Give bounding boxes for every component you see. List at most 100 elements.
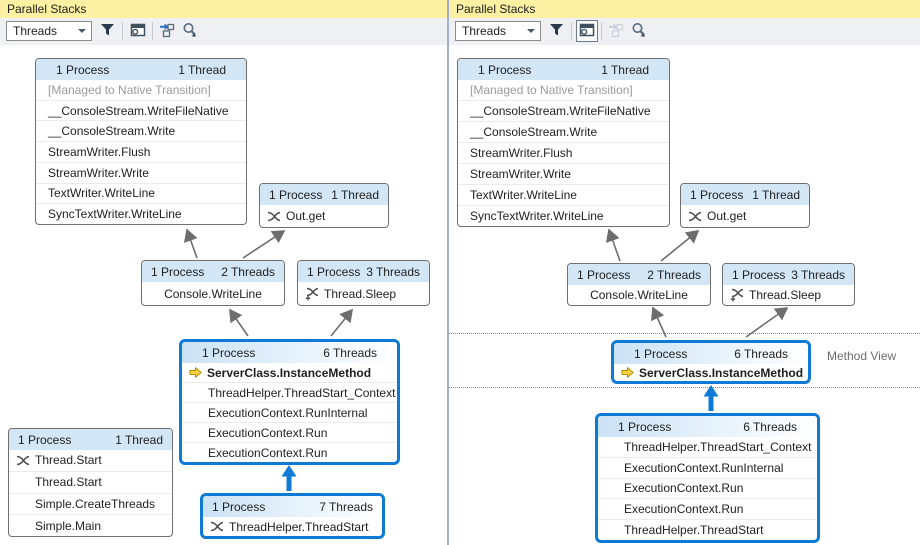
show-only-flagged-button[interactable] xyxy=(545,20,567,42)
stack-frame[interactable]: Out.get xyxy=(681,205,809,227)
stack-box-serverclass[interactable]: 1 Process 6 Threads ServerClass.Instance… xyxy=(179,339,400,465)
process-count: 1 Process xyxy=(618,419,672,434)
method-view-separator-line xyxy=(449,387,920,388)
thread-count: 3 Threads xyxy=(366,264,420,279)
current-frame-arrow-icon xyxy=(621,367,634,378)
stack-frame[interactable]: ExecutionContext.Run xyxy=(182,442,397,462)
stack-frame[interactable]: ExecutionContext.RunInternal xyxy=(182,402,397,422)
stack-frame[interactable]: SyncTextWriter.WriteLine xyxy=(458,205,669,226)
stack-frame[interactable]: __ConsoleStream.WriteFileNative xyxy=(458,100,669,121)
stack-frame[interactable]: StreamWriter.Write xyxy=(36,161,246,183)
stack-frame[interactable]: Thread.Sleep xyxy=(298,282,429,305)
stack-frame[interactable]: __ConsoleStream.WriteFileNative xyxy=(36,99,246,121)
stack-frame[interactable]: ThreadHelper.ThreadStart xyxy=(598,519,817,540)
toggle-zoom-control-button[interactable] xyxy=(628,20,650,42)
stack-frame[interactable]: ThreadHelper.ThreadStart xyxy=(203,517,382,536)
process-count: 1 Process xyxy=(307,264,361,279)
stack-frame[interactable]: Console.WriteLine xyxy=(568,285,710,305)
thread-count: 6 Threads xyxy=(743,419,797,434)
frame-label: [Managed to Native Transition] xyxy=(470,83,633,97)
stacks-canvas[interactable]: 1 Process 1 Thread [Managed to Native Tr… xyxy=(449,45,920,545)
autoscroll-current-frame-icon xyxy=(608,22,624,41)
stack-box-out-get[interactable]: 1 Process 1 Thread Out.get xyxy=(259,183,389,228)
stack-frame[interactable]: ThreadHelper.ThreadStart_Context xyxy=(598,437,817,457)
stack-frame[interactable]: Thread.Start xyxy=(9,450,172,471)
stack-box-out-get[interactable]: 1 Process 1 Thread Out.get xyxy=(680,183,810,228)
stack-box-method-view-serverclass[interactable]: 1 Process 6 Threads ServerClass.Instance… xyxy=(611,340,811,384)
process-count: 1 Process xyxy=(18,432,72,447)
stack-box-thread-sleep[interactable]: 1 Process 3 Threads Thread.Sleep xyxy=(297,260,430,306)
show-only-flagged-button[interactable] xyxy=(96,20,118,42)
stack-frame[interactable]: Thread.Sleep xyxy=(723,285,854,305)
thread-count: 2 Threads xyxy=(221,264,275,279)
stack-frame[interactable]: ExecutionContext.RunInternal xyxy=(598,456,817,478)
stacks-canvas[interactable]: 1 Process 1 Thread [Managed to Native Tr… xyxy=(0,45,447,545)
method-view-icon xyxy=(579,22,595,41)
stack-frame[interactable]: ExecutionContext.Run xyxy=(182,422,397,442)
stack-frame[interactable]: TextWriter.WriteLine xyxy=(458,184,669,205)
toolbar-separator xyxy=(122,22,123,40)
stack-frame[interactable]: __ConsoleStream.Write xyxy=(458,121,669,142)
stack-frame[interactable]: Simple.Main xyxy=(9,514,172,536)
frame-label: TextWriter.WriteLine xyxy=(470,188,577,202)
toolbar: Threads xyxy=(0,18,447,45)
stack-box-writeline[interactable]: 1 Process 1 Thread [Managed to Native Tr… xyxy=(457,58,670,227)
thread-count: 6 Threads xyxy=(323,345,377,360)
toggle-zoom-control-button[interactable] xyxy=(179,20,201,42)
tool-window-titlebar[interactable]: Parallel Stacks xyxy=(449,0,920,18)
stack-frame[interactable]: ExecutionContext.Run xyxy=(598,477,817,499)
parallel-stacks-panel-left: Parallel Stacks Threads xyxy=(0,0,447,545)
autoscroll-current-frame-icon xyxy=(159,22,175,41)
stack-frame[interactable]: __ConsoleStream.Write xyxy=(36,120,246,141)
method-view-icon xyxy=(130,22,146,41)
view-selector-dropdown[interactable]: Threads xyxy=(6,21,92,41)
stack-box-header: 1 Process 2 Threads xyxy=(142,261,284,282)
stack-frame[interactable]: StreamWriter.Flush xyxy=(458,142,669,163)
thread-count: 1 Thread xyxy=(601,62,649,77)
process-count: 1 Process xyxy=(732,267,786,282)
stack-frame[interactable]: ThreadHelper.ThreadStart_Context xyxy=(182,382,397,402)
thread-count: 2 Threads xyxy=(647,267,701,282)
stack-box-header: 1 Process 2 Threads xyxy=(568,264,710,285)
process-count: 1 Process xyxy=(478,62,532,77)
stack-box-threadstart[interactable]: 1 Process 7 Threads ThreadHelper.ThreadS… xyxy=(200,493,385,539)
parallel-stacks-panel-right: Parallel Stacks Threads xyxy=(449,0,920,545)
stack-frame-current[interactable]: ServerClass.InstanceMethod xyxy=(182,363,397,382)
stack-box-thread-sleep[interactable]: 1 Process 3 Threads Thread.Sleep xyxy=(722,263,855,306)
panel-title: Parallel Stacks xyxy=(456,2,536,16)
process-count: 1 Process xyxy=(577,267,631,282)
stack-box-writeline[interactable]: 1 Process 1 Thread [Managed to Native Tr… xyxy=(35,58,247,225)
process-count: 1 Process xyxy=(269,187,323,202)
stack-frame[interactable]: StreamWriter.Write xyxy=(458,163,669,184)
frame-label: [Managed to Native Transition] xyxy=(48,82,211,97)
stack-frame[interactable]: Out.get xyxy=(260,205,388,227)
thread-icon xyxy=(688,211,702,222)
frame-label: SyncTextWriter.WriteLine xyxy=(470,209,604,223)
stack-frame[interactable]: SyncTextWriter.WriteLine xyxy=(36,203,246,224)
stack-box-console-writeline[interactable]: 1 Process 2 Threads Console.WriteLine xyxy=(141,260,285,306)
stack-frame[interactable]: StreamWriter.Flush xyxy=(36,141,246,162)
stack-frame[interactable]: ExecutionContext.Run xyxy=(598,498,817,519)
frame-label: TextWriter.WriteLine xyxy=(48,186,155,201)
stack-frame[interactable]: Thread.Start xyxy=(9,470,172,493)
stack-box-thread-stack[interactable]: 1 Process 6 Threads ThreadHelper.ThreadS… xyxy=(595,413,820,543)
frame-label: ThreadHelper.ThreadStart xyxy=(624,523,764,538)
filter-funnel-icon xyxy=(100,22,115,40)
frame-label: Thread.Sleep xyxy=(324,286,397,301)
toggle-method-view-button[interactable] xyxy=(576,20,598,42)
stack-frame[interactable]: [Managed to Native Transition] xyxy=(458,80,669,100)
stack-frame[interactable]: [Managed to Native Transition] xyxy=(36,80,246,100)
tool-window-titlebar[interactable]: Parallel Stacks xyxy=(0,0,447,18)
stack-box-console-writeline[interactable]: 1 Process 2 Threads Console.WriteLine xyxy=(567,263,711,306)
stack-frame[interactable]: Console.WriteLine xyxy=(142,282,284,305)
stack-box-header: 1 Process 6 Threads xyxy=(598,416,817,437)
autoscroll-to-current-frame-button[interactable] xyxy=(156,20,178,42)
stack-frame-current[interactable]: ServerClass.InstanceMethod xyxy=(614,364,808,381)
toolbar-separator xyxy=(152,22,153,40)
stack-frame[interactable]: Simple.CreateThreads xyxy=(9,492,172,515)
stack-frame[interactable]: TextWriter.WriteLine xyxy=(36,182,246,204)
toggle-method-view-button[interactable] xyxy=(127,20,149,42)
view-selector-dropdown[interactable]: Threads xyxy=(455,21,541,41)
frame-label: Console.WriteLine xyxy=(164,286,262,301)
stack-box-main-thread[interactable]: 1 Process 1 Thread Thread.Start Thread.S… xyxy=(8,428,173,537)
